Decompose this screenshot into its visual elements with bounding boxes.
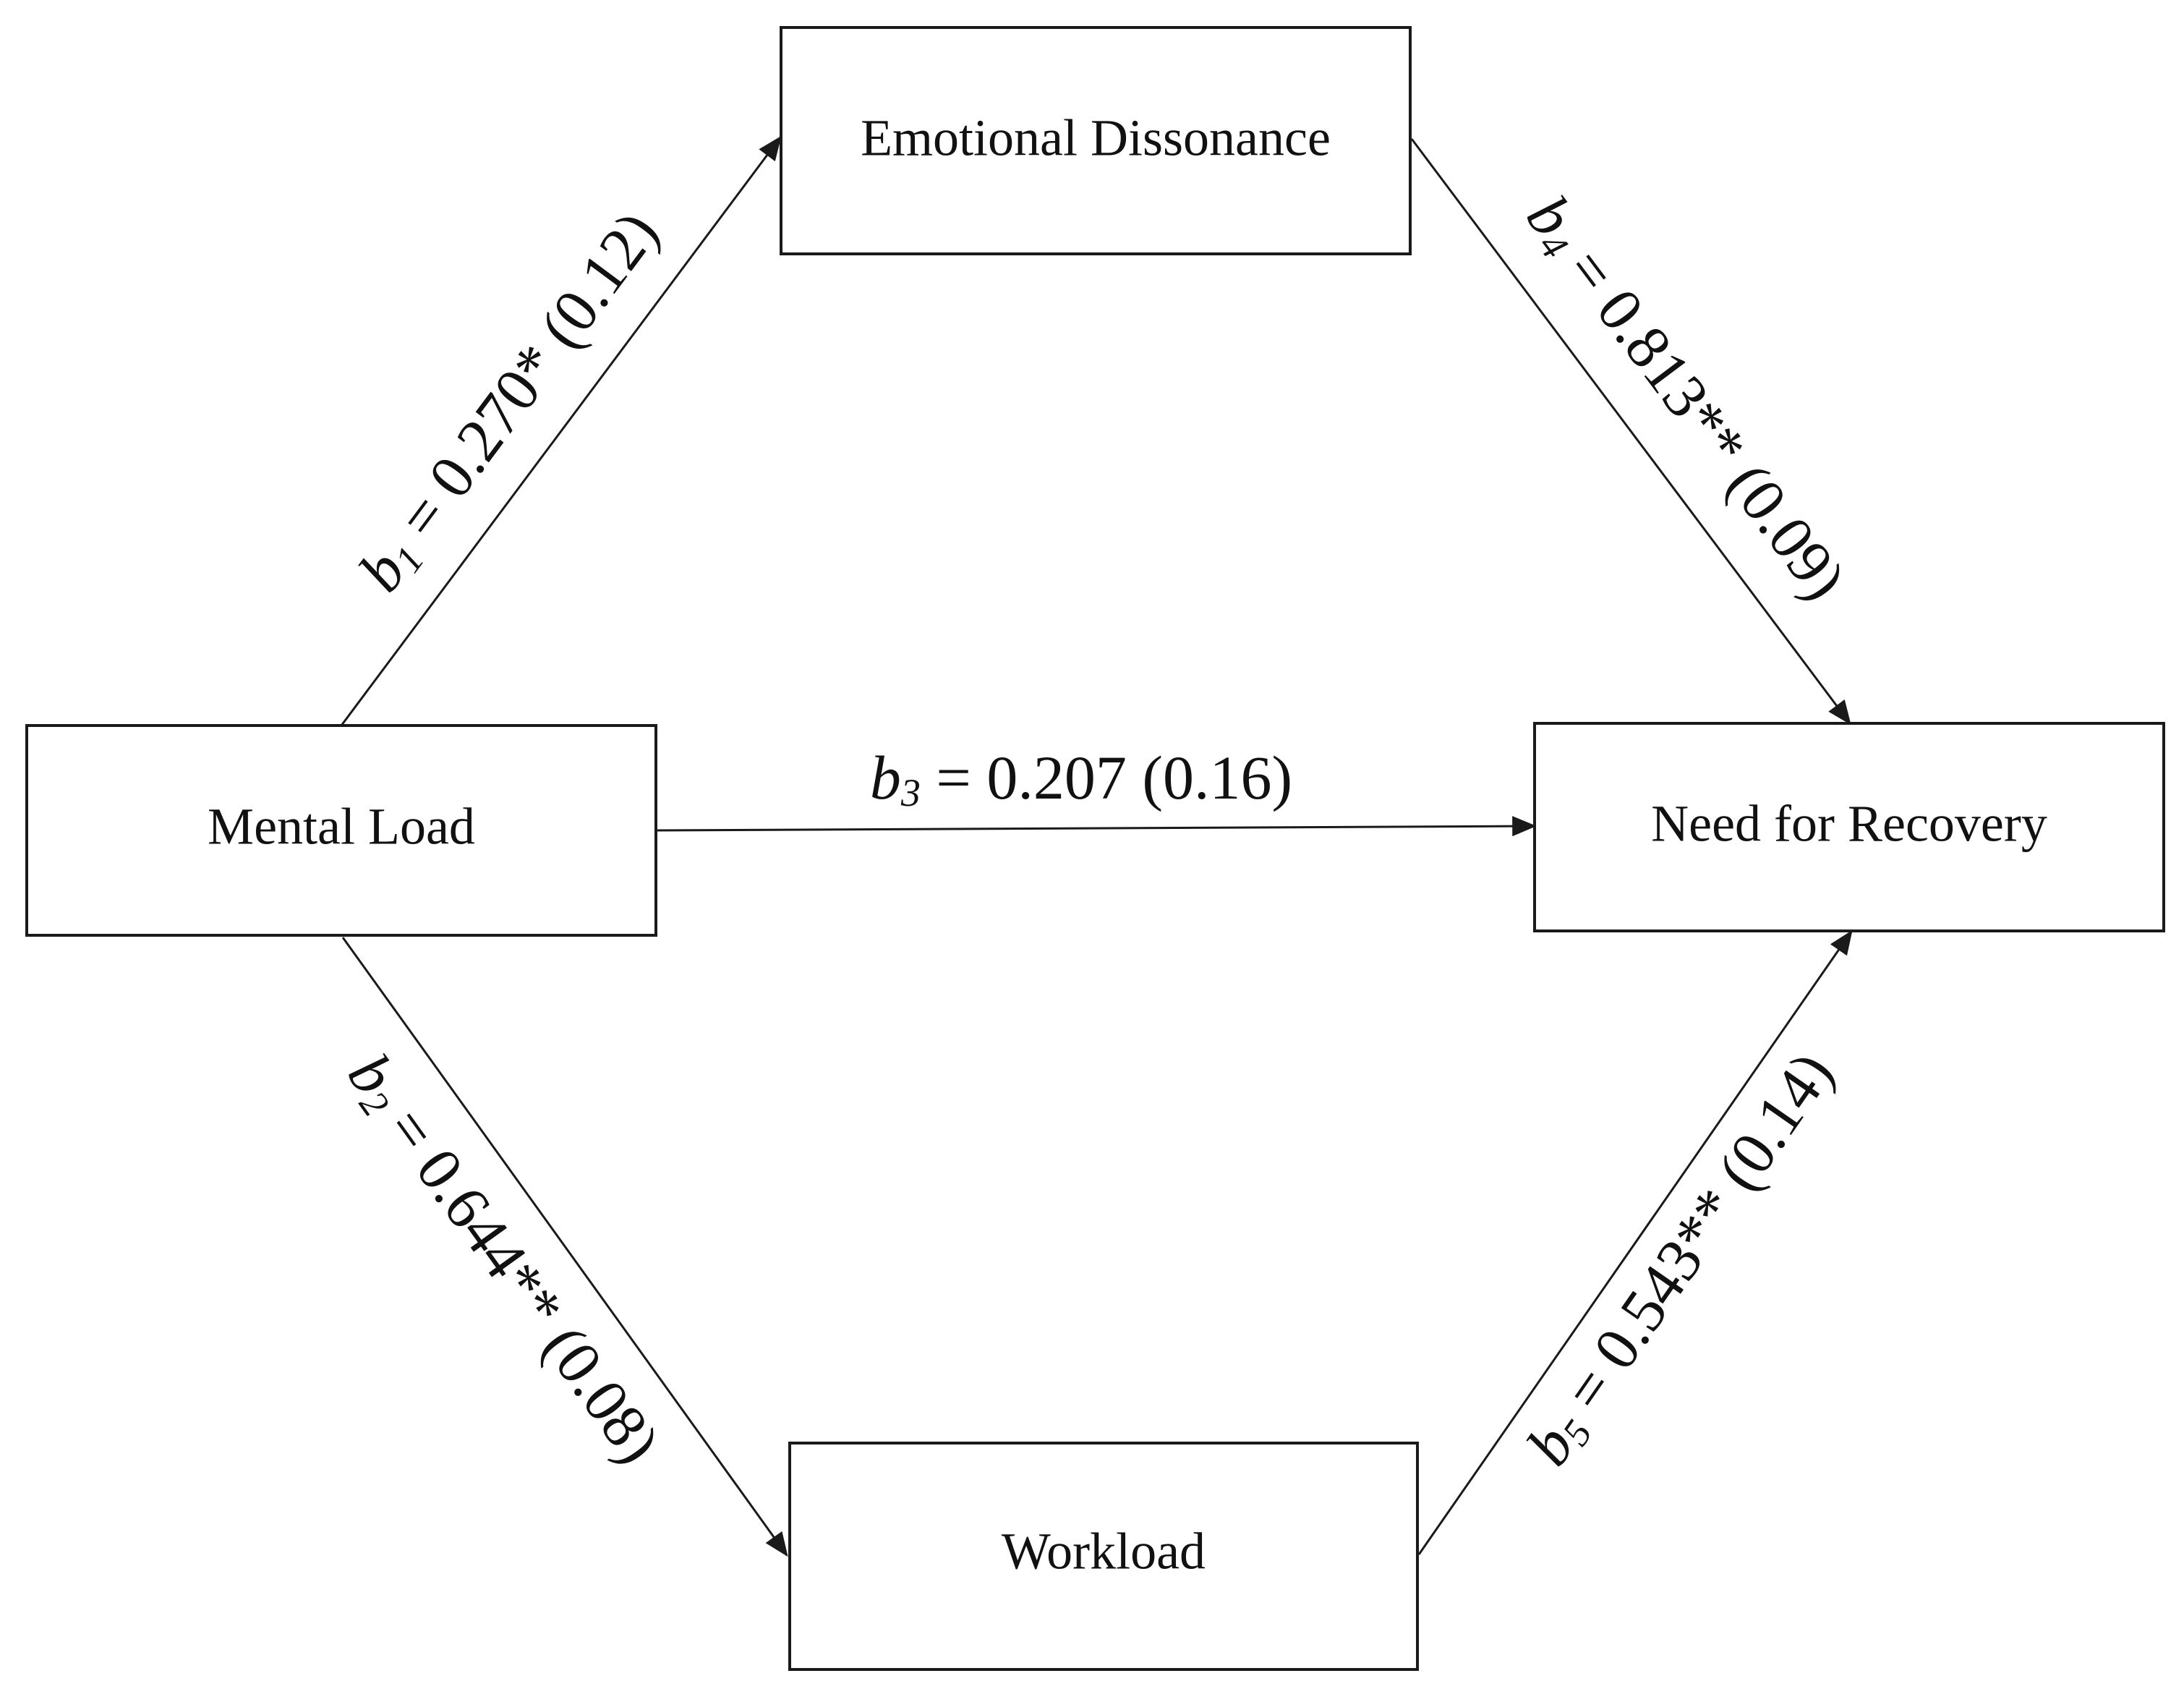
node-mental-load: Mental Load xyxy=(25,724,657,937)
node-workload-label: Workload xyxy=(1002,1523,1206,1580)
label-b2: b2 = 0.644** (0.08) xyxy=(333,1041,674,1476)
path-b5-arrow xyxy=(1417,929,1853,1555)
node-mental-load-label: Mental Load xyxy=(208,798,475,856)
label-b2-value: = 0.644** (0.08) xyxy=(364,1082,674,1475)
path-b1-arrow xyxy=(340,135,782,726)
path-b2-arrow xyxy=(341,937,788,1557)
path-b3-arrow xyxy=(656,816,1537,837)
label-b5-value: = 0.543** (0.14) xyxy=(1542,1039,1846,1436)
svg-text:b3 = 0.207 (0.16): b3 = 0.207 (0.16) xyxy=(870,743,1292,815)
node-need-for-recovery: Need for Recovery xyxy=(1533,722,2165,932)
svg-text:b2 = 0.644** (0.08): b2 = 0.644** (0.08) xyxy=(333,1041,674,1476)
label-b1: b1 = 0.270* (0.12) xyxy=(345,198,674,605)
node-workload: Workload xyxy=(788,1442,1419,1671)
node-need-for-recovery-label: Need for Recovery xyxy=(1651,795,2047,853)
label-b5: b5 = 0.543** (0.14) xyxy=(1513,1039,1848,1479)
node-emotional-dissonance-label: Emotional Dissonance xyxy=(861,109,1331,167)
label-b3-letter: b xyxy=(870,743,901,812)
label-b4: b4 = 0.813** (0.09) xyxy=(1511,183,1860,614)
label-b3-subscript: 3 xyxy=(900,771,921,814)
svg-text:b5 = 0.543** (0.14): b5 = 0.543** (0.14) xyxy=(1513,1039,1848,1479)
node-emotional-dissonance: Emotional Dissonance xyxy=(780,26,1412,255)
path-b4-arrow xyxy=(1410,138,1851,726)
label-b3-value: = 0.207 (0.16) xyxy=(921,743,1292,812)
label-b4-value: = 0.813** (0.09) xyxy=(1544,224,1860,613)
svg-text:b4 = 0.813** (0.09): b4 = 0.813** (0.09) xyxy=(1511,183,1860,614)
label-b1-value: = 0.270* (0.12) xyxy=(375,198,671,563)
svg-text:b1 = 0.270* (0.12): b1 = 0.270* (0.12) xyxy=(345,198,674,605)
label-b3: b3 = 0.207 (0.16) xyxy=(870,743,1292,815)
